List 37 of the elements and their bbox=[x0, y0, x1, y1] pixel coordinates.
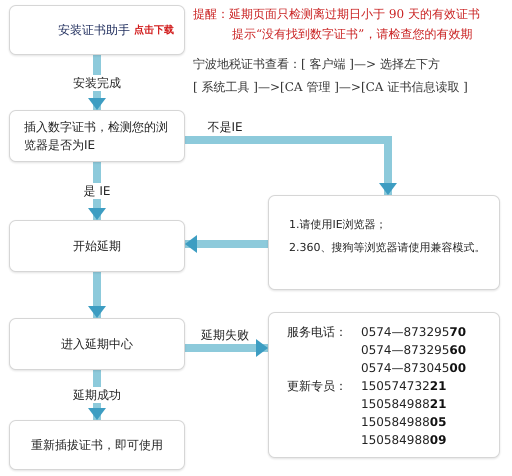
contact-text: 0574—87329560 bbox=[361, 342, 466, 358]
arrow bbox=[185, 235, 268, 253]
process-box bbox=[9, 318, 185, 370]
step-text: 重新插拔证书，即可使用 bbox=[31, 437, 163, 454]
process-box bbox=[268, 195, 500, 290]
step-text: 进入延期中心 bbox=[61, 336, 133, 353]
contact-text: 更新专员： bbox=[287, 378, 348, 394]
step-text: 1.请使用IE浏览器； bbox=[289, 217, 387, 233]
arrow bbox=[185, 136, 397, 195]
arrow bbox=[185, 339, 268, 357]
arrow bbox=[88, 162, 106, 220]
step-text: 2.360、搜狗等浏览器请使用兼容模式。 bbox=[289, 240, 486, 256]
contact-text: 15058498805 bbox=[361, 414, 448, 430]
edge-label: 延期失败 bbox=[199, 327, 251, 343]
contact-text: 0574—87329570 bbox=[361, 324, 466, 340]
process-box bbox=[9, 420, 185, 470]
edge-label: 不是IE bbox=[205, 119, 245, 135]
step-text: 插入数字证书，检测您的浏览器是否为IE bbox=[24, 119, 169, 154]
note-text: 宁波地税证书查看：[ 客户端 ]—> 选择左下方 bbox=[193, 57, 440, 71]
contact-text: 0574—87304500 bbox=[361, 360, 466, 376]
step-text: 开始延期 bbox=[73, 238, 121, 255]
contact-text: 15058498821 bbox=[361, 396, 448, 412]
step-text: 安装证书助手 bbox=[58, 22, 130, 39]
download-link: 点击下载 bbox=[134, 24, 174, 38]
contact-text: 15058498809 bbox=[361, 432, 448, 448]
edge-label: 延期成功 bbox=[71, 387, 123, 403]
edge-label: 是 IE bbox=[82, 183, 112, 199]
note-text: 提示“没有找到数字证书”，请检查您的有效期 bbox=[232, 27, 472, 41]
contact-text: 服务电话： bbox=[287, 324, 348, 340]
process-box bbox=[9, 110, 185, 162]
note-text: [ 系统工具 ]—>[CA 管理 ]—>[CA 证书信息读取 ] bbox=[193, 80, 468, 94]
contact-text: 15057473221 bbox=[361, 378, 448, 394]
contact-box bbox=[268, 312, 500, 458]
process-box bbox=[9, 5, 185, 55]
arrow bbox=[88, 272, 106, 318]
process-box bbox=[9, 220, 185, 272]
edge-label: 安装完成 bbox=[71, 74, 123, 90]
